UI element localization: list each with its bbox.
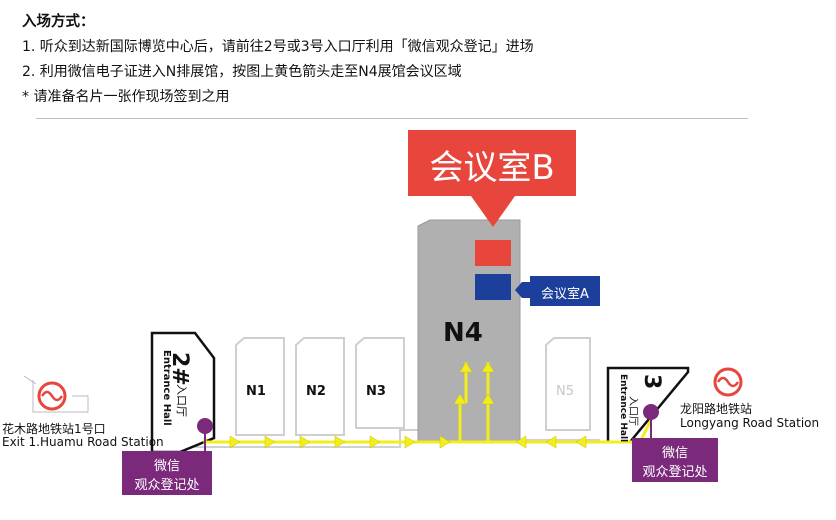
divider: [36, 118, 748, 119]
metro-right-en: Longyang Road Station: [680, 416, 820, 430]
entrance-2-en: Entrance Hall: [161, 350, 172, 426]
entrance-3-cn: 入口厅: [627, 396, 638, 426]
meeting-room-a-label: 会议室A: [541, 287, 589, 302]
hall-n5: [545, 337, 591, 431]
metro-logo-left-icon: [23, 375, 89, 413]
hall-n3-label: N3: [366, 384, 386, 399]
metro-logo-right-icon: [713, 367, 743, 397]
entrance-2-cn: 入口厅: [175, 384, 188, 417]
instructions: 入场方式： 1. 听众到达新国际博览中心后，请前往2号或3号入口厅利用「微信观众…: [22, 10, 762, 110]
meeting-room-a-callout: [515, 276, 600, 306]
instruction-line-3: * 请准备名片一张作现场签到之用: [22, 89, 230, 105]
meeting-room-b-marker: [475, 240, 511, 266]
metro-left-cn: 花木路地铁站1号口: [2, 422, 106, 436]
meeting-room-b-label: 会议室B: [429, 148, 555, 188]
registration-left-line1: 微信: [153, 459, 180, 474]
metro-left-en: Exit 1.Huamu Road Station: [2, 435, 164, 449]
hall-n1: [235, 337, 285, 436]
hall-n1-label: N1: [246, 384, 266, 399]
instruction-line-1: 1. 听众到达新国际博览中心后，请前往2号或3号入口厅利用「微信观众登记」进场: [22, 39, 534, 55]
hall-n3: [355, 337, 405, 429]
registration-right-line1: 微信: [661, 446, 688, 461]
hall-n4-label: N4: [443, 318, 483, 348]
entrance-3-number: 3: [639, 374, 664, 390]
registration-right-line2: 观众登记处: [642, 465, 708, 480]
meeting-room-b-callout: [408, 130, 576, 227]
hall-n2-label: N2: [306, 384, 326, 399]
route-arrowheads: [229, 361, 587, 449]
instructions-title: 入场方式：: [22, 14, 95, 30]
hall-n2: [295, 337, 345, 436]
hall-n5-label: N5: [556, 384, 574, 399]
registration-markers: [122, 404, 718, 495]
metro-right-cn: 龙阳路地铁站: [680, 402, 753, 416]
meeting-room-a-marker: [475, 274, 511, 300]
registration-left-line2: 观众登记处: [134, 478, 200, 493]
instruction-line-2: 2. 利用微信电子证进入N排展馆，按图上黄色箭头走至N4展馆会议区域: [22, 64, 462, 80]
